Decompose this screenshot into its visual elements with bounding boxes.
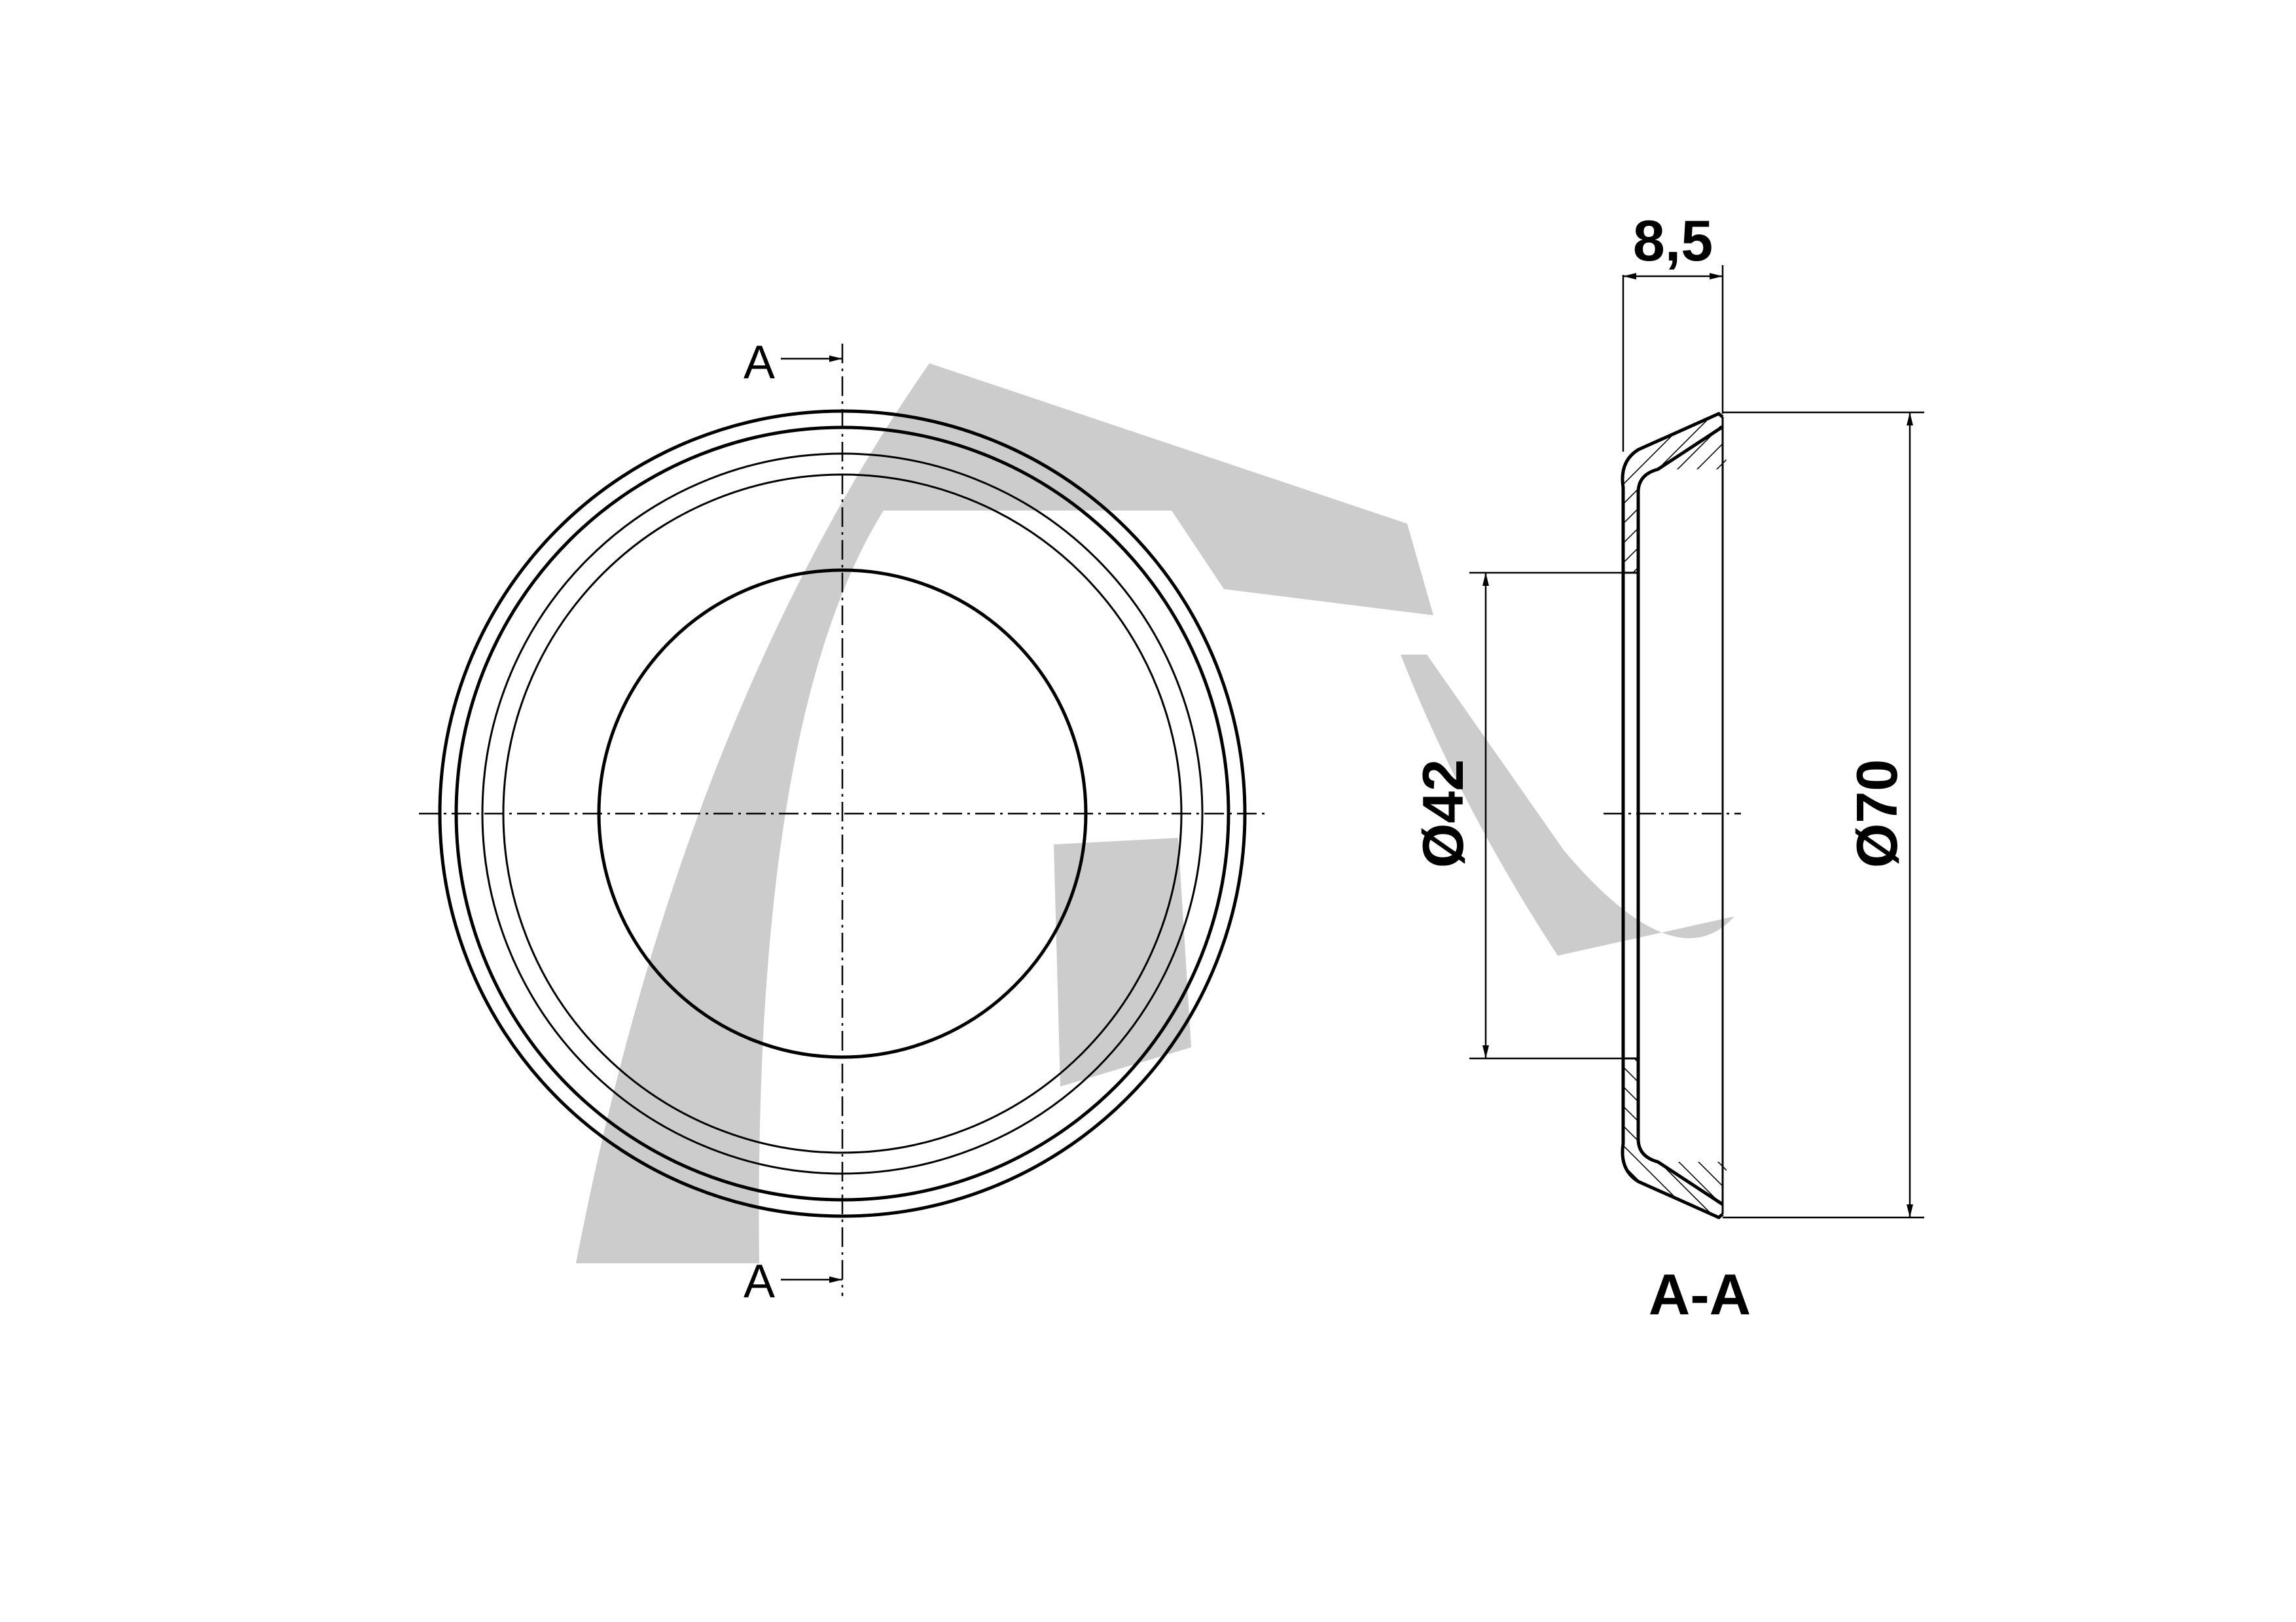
section-indicator-bottom: A (744, 1255, 842, 1308)
dim-outer-diameter-label: Ø70 (1844, 759, 1909, 868)
section-mark-top: A (744, 336, 775, 389)
dimension-height: 8,5 (1622, 208, 1724, 452)
section-indicator-top: A (744, 336, 842, 389)
dim-inner-diameter-label: Ø42 (1410, 759, 1475, 868)
dim-height-label: 8,5 (1633, 208, 1713, 273)
dimension-outer-diameter: Ø70 (1723, 411, 1924, 1219)
section-profile-outer (1621, 412, 1724, 1219)
dimension-inner-diameter: Ø42 (1410, 571, 1623, 1060)
section-mark-bottom: A (744, 1255, 775, 1308)
section-profile-inner (1636, 425, 1724, 1206)
front-view (419, 344, 1266, 1296)
section-view-title: A-A (1649, 1262, 1751, 1327)
